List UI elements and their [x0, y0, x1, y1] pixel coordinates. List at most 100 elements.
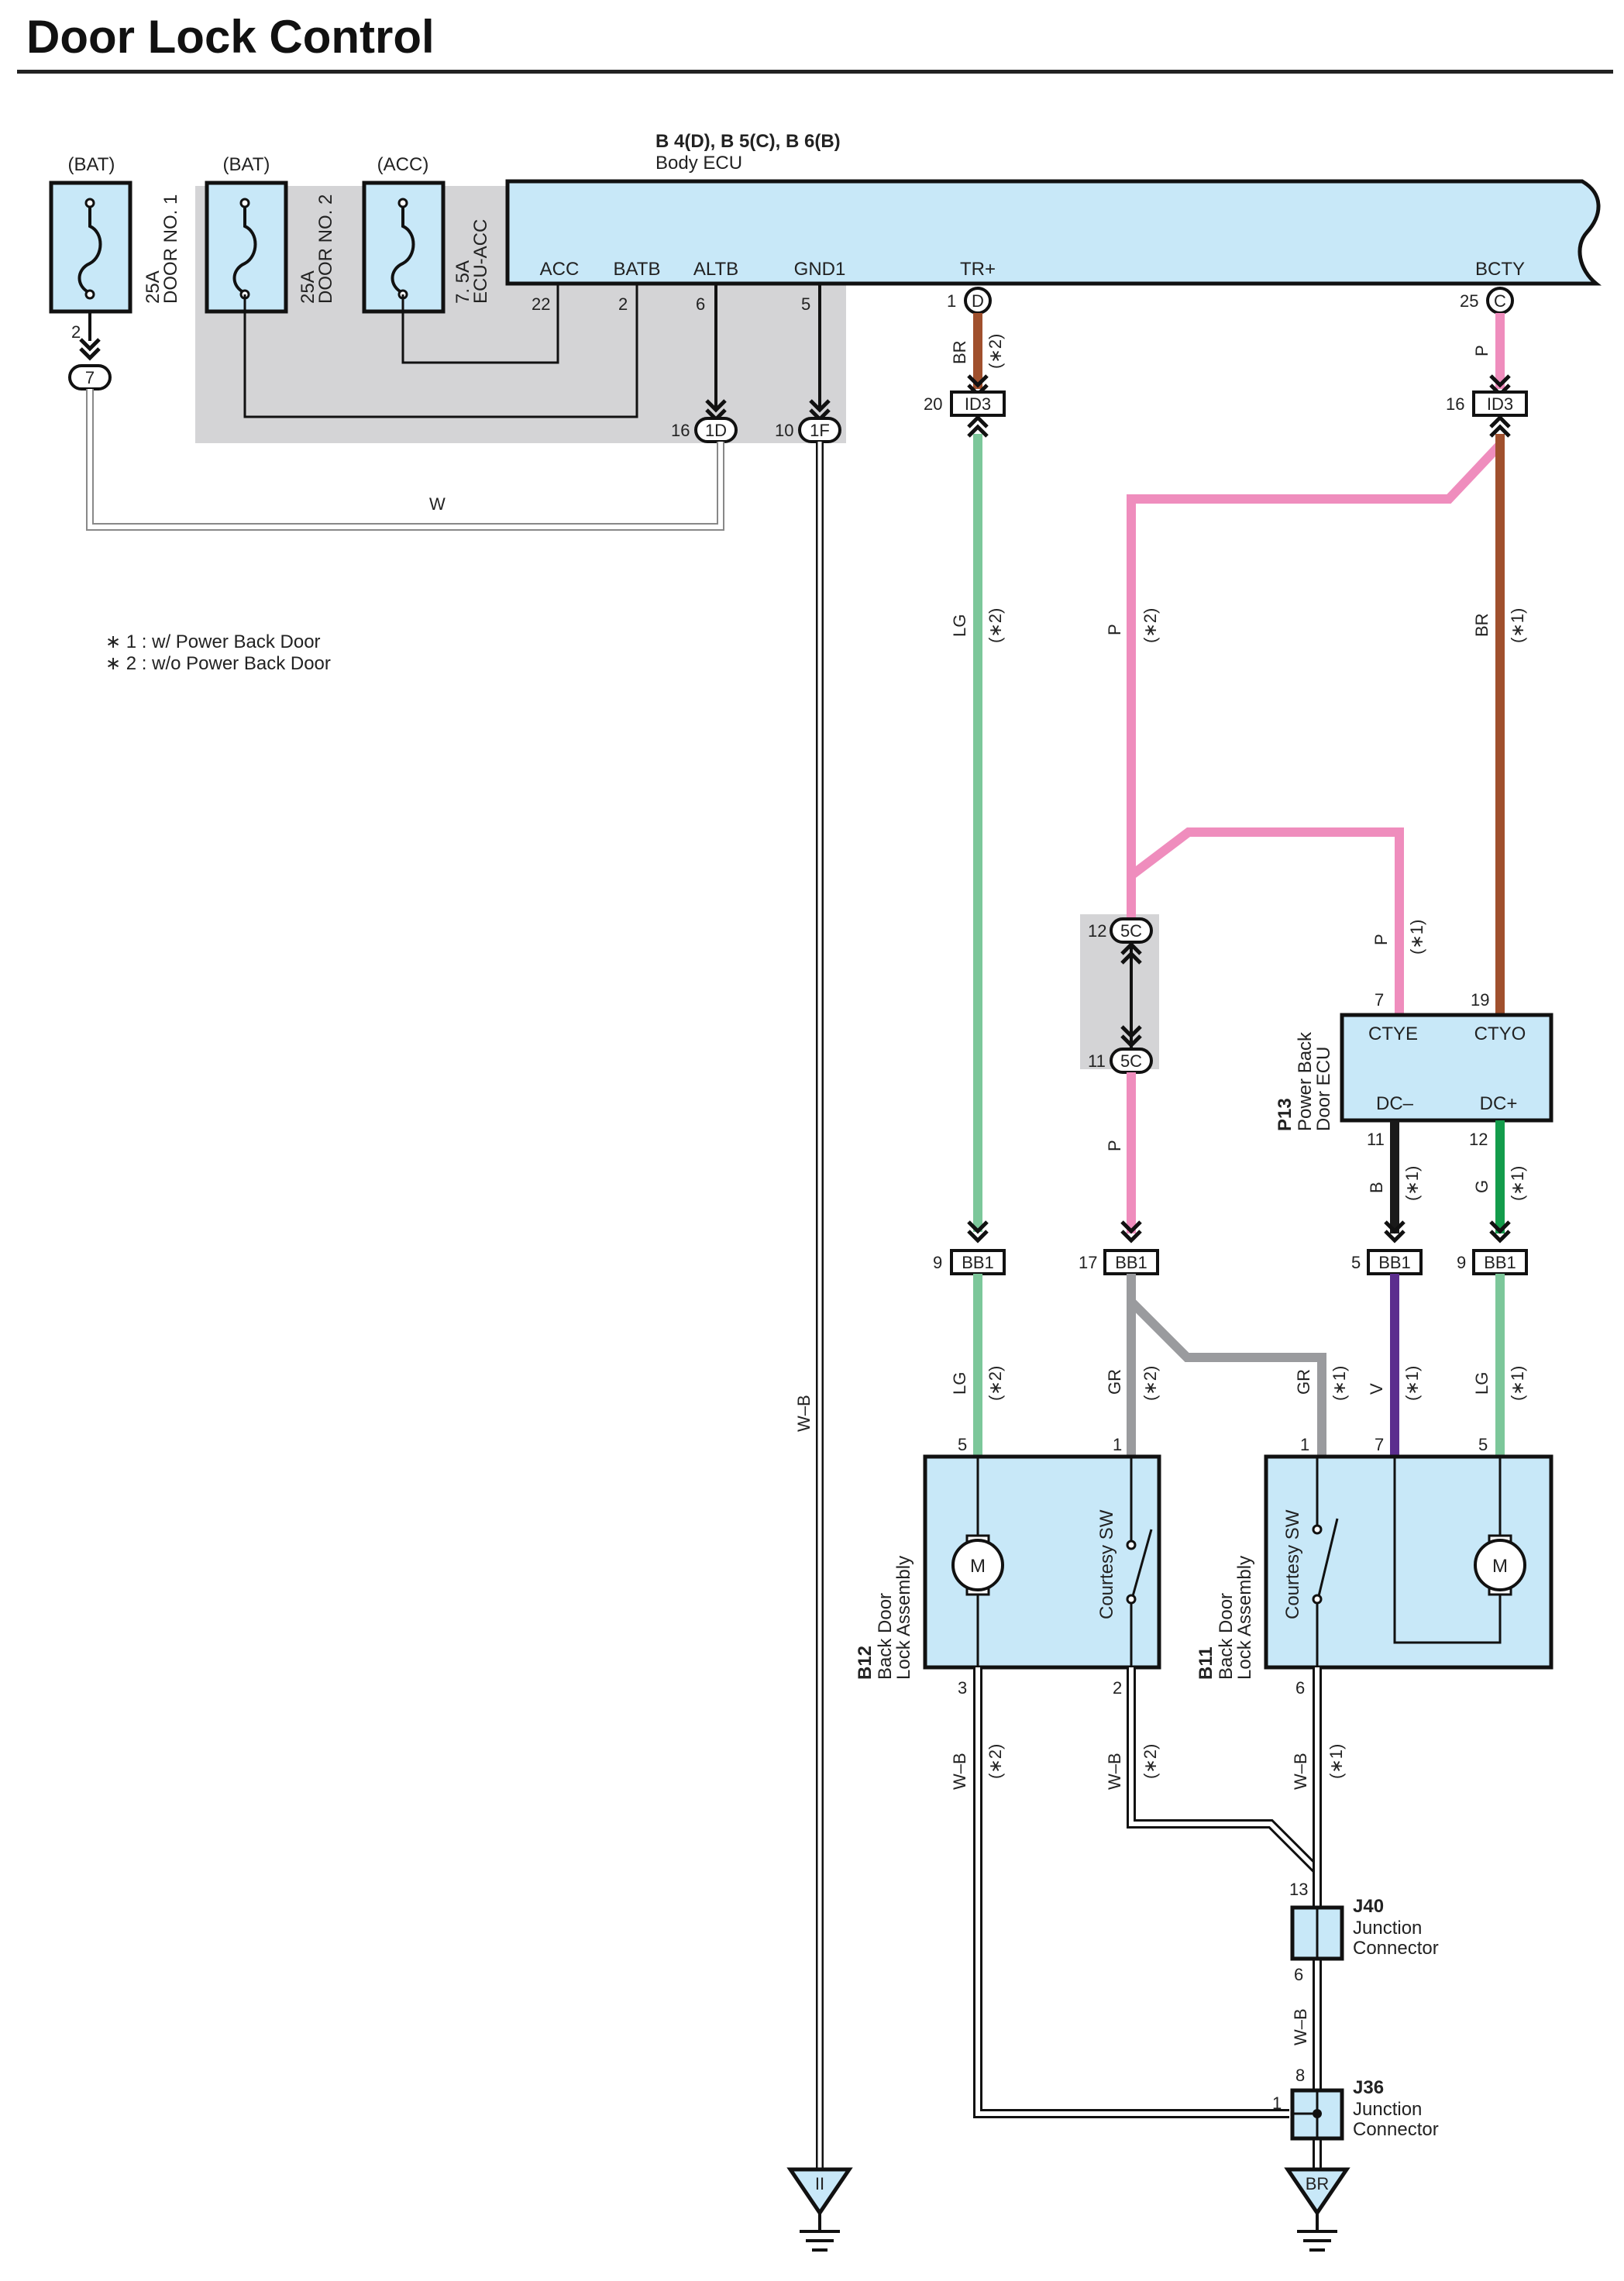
body-ecu-name: Body ECU	[655, 153, 742, 174]
terminal-acc: ACC	[540, 259, 580, 280]
motor-icon: M	[951, 1534, 1004, 1596]
connector-id3-left	[950, 390, 1006, 417]
pin-label: 1	[1272, 2093, 1282, 2113]
connector-label: BB1	[1378, 1253, 1411, 1272]
terminal-ctyo: CTYO	[1474, 1024, 1526, 1044]
pin-label: 11	[1367, 1130, 1385, 1149]
j40-name: Connector	[1353, 1938, 1439, 1959]
connector-label: BB1	[1115, 1253, 1147, 1272]
connector-label: D	[972, 291, 984, 311]
wire-label-wb: W–B	[794, 1395, 814, 1432]
note-ref: (∗2)	[1141, 608, 1160, 643]
fuse-icon	[232, 203, 257, 294]
fuse-name: DOOR NO. 1	[160, 194, 181, 304]
fuse-source-label: (BAT)	[223, 154, 270, 175]
pin-label: 5	[958, 1435, 967, 1454]
pin-label: 16	[1446, 394, 1464, 414]
j36-name: Connector	[1353, 2119, 1439, 2140]
note-ref: (∗1)	[1330, 1366, 1349, 1401]
wire-label-p: P	[1105, 1140, 1124, 1151]
pin-label: 5	[801, 294, 810, 314]
fuse-name: ECU-ACC	[470, 219, 491, 304]
courtesy-switch-icon	[1312, 1457, 1339, 1667]
note-line: ∗ 2 : w/o Power Back Door	[105, 653, 331, 674]
wire-label-lg: LG	[1472, 1372, 1492, 1395]
note-ref: (∗1)	[1508, 1166, 1527, 1201]
wire-label-gr: GR	[1105, 1369, 1124, 1395]
motor-icon: M	[1474, 1534, 1526, 1596]
pin-label: 6	[696, 294, 705, 314]
pin-label: 1	[1300, 1435, 1309, 1454]
pin-label: 19	[1471, 990, 1489, 1010]
pin-label: 12	[1469, 1130, 1488, 1149]
note-ref: (∗1)	[1402, 1166, 1422, 1201]
connector-label: 5C	[1120, 1051, 1142, 1071]
note-ref: (∗2)	[1141, 1744, 1160, 1779]
title-rule	[17, 70, 1613, 74]
pin-label: 17	[1079, 1253, 1097, 1272]
note-ref: (∗1)	[1508, 608, 1527, 643]
b11-name: Lock Assembly	[1234, 1556, 1255, 1680]
pin-label: 12	[1088, 921, 1106, 941]
body-ecu-box	[505, 179, 1602, 286]
fuse-door-no2: (BAT) 25A DOOR NO. 2	[205, 154, 336, 314]
connector-label: 1D	[705, 421, 727, 440]
b11-lock-assembly	[1264, 1454, 1553, 1670]
wire-label-b: B	[1367, 1182, 1386, 1193]
connector-label: ID3	[1487, 394, 1513, 414]
pin-label: 9	[933, 1253, 942, 1272]
ground-icon: BR	[1284, 2167, 1350, 2252]
pin-label: 6	[1294, 1965, 1303, 1984]
p13-name: Power Back	[1295, 1031, 1316, 1131]
connector-label: ID3	[965, 394, 991, 414]
pin-label: 6	[1295, 1678, 1305, 1698]
pin-label: 2	[71, 322, 81, 342]
j36-name: Junction	[1353, 2099, 1422, 2120]
terminal-tr-plus: TR+	[960, 259, 996, 280]
note-ref: (∗1)	[1326, 1744, 1346, 1779]
fuse-name: DOOR NO. 2	[315, 194, 336, 304]
pin-label: 7	[1375, 1435, 1384, 1454]
fuse-door-no1: (BAT) 25A DOOR NO. 1	[49, 154, 181, 314]
connector-label: 7	[85, 368, 95, 387]
pin-label: 2	[1113, 1678, 1122, 1698]
power-back-door-ecu	[1340, 1013, 1553, 1123]
connector-label: BB1	[962, 1253, 994, 1272]
terminal-altb: ALTB	[693, 259, 738, 280]
pin-label: 16	[671, 421, 690, 440]
pin-label: 8	[1295, 2066, 1305, 2085]
note-ref: (∗1)	[1508, 1366, 1527, 1401]
ground-label: BR	[1306, 2174, 1330, 2193]
pin-label: 3	[958, 1678, 967, 1698]
wire-label-g: G	[1472, 1180, 1492, 1193]
note-ref: (∗1)	[1407, 920, 1426, 955]
connector-label: C	[1494, 291, 1506, 311]
connector-label: 5C	[1120, 921, 1142, 941]
wire-label-wb: W–B	[1291, 1753, 1310, 1790]
connector-bb1-9a	[950, 1249, 1006, 1275]
pin-label: 25	[1460, 291, 1478, 311]
terminal-dc-plus: DC+	[1480, 1093, 1518, 1114]
terminal-ctye: CTYE	[1368, 1024, 1418, 1044]
connector-label: BB1	[1484, 1253, 1516, 1272]
b12-name: Lock Assembly	[893, 1556, 914, 1680]
j36-id: J36	[1353, 2077, 1384, 2098]
terminal-batb: BATB	[614, 259, 661, 280]
pin-label: 1	[947, 291, 956, 311]
b11-name: Back Door	[1216, 1593, 1237, 1680]
note-ref: (∗1)	[1402, 1366, 1422, 1401]
pin-label: 1	[1113, 1435, 1122, 1454]
wire-label-lg: LG	[950, 614, 969, 637]
pin-label: 13	[1289, 1880, 1308, 1899]
connector-id3-right	[1472, 390, 1528, 417]
note-line: ∗ 1 : w/ Power Back Door	[105, 631, 321, 652]
connector-1d	[694, 417, 738, 443]
pin-label: 5	[1478, 1435, 1488, 1454]
ground-icon: II	[786, 2167, 853, 2252]
fuse-source-label: (BAT)	[68, 154, 115, 175]
fuse-rating: 25A	[143, 270, 163, 304]
b12-name: Back Door	[875, 1593, 896, 1680]
courtesy-switch-icon	[1126, 1457, 1153, 1667]
motor-label: M	[1492, 1556, 1508, 1577]
motor-label: M	[970, 1556, 986, 1577]
